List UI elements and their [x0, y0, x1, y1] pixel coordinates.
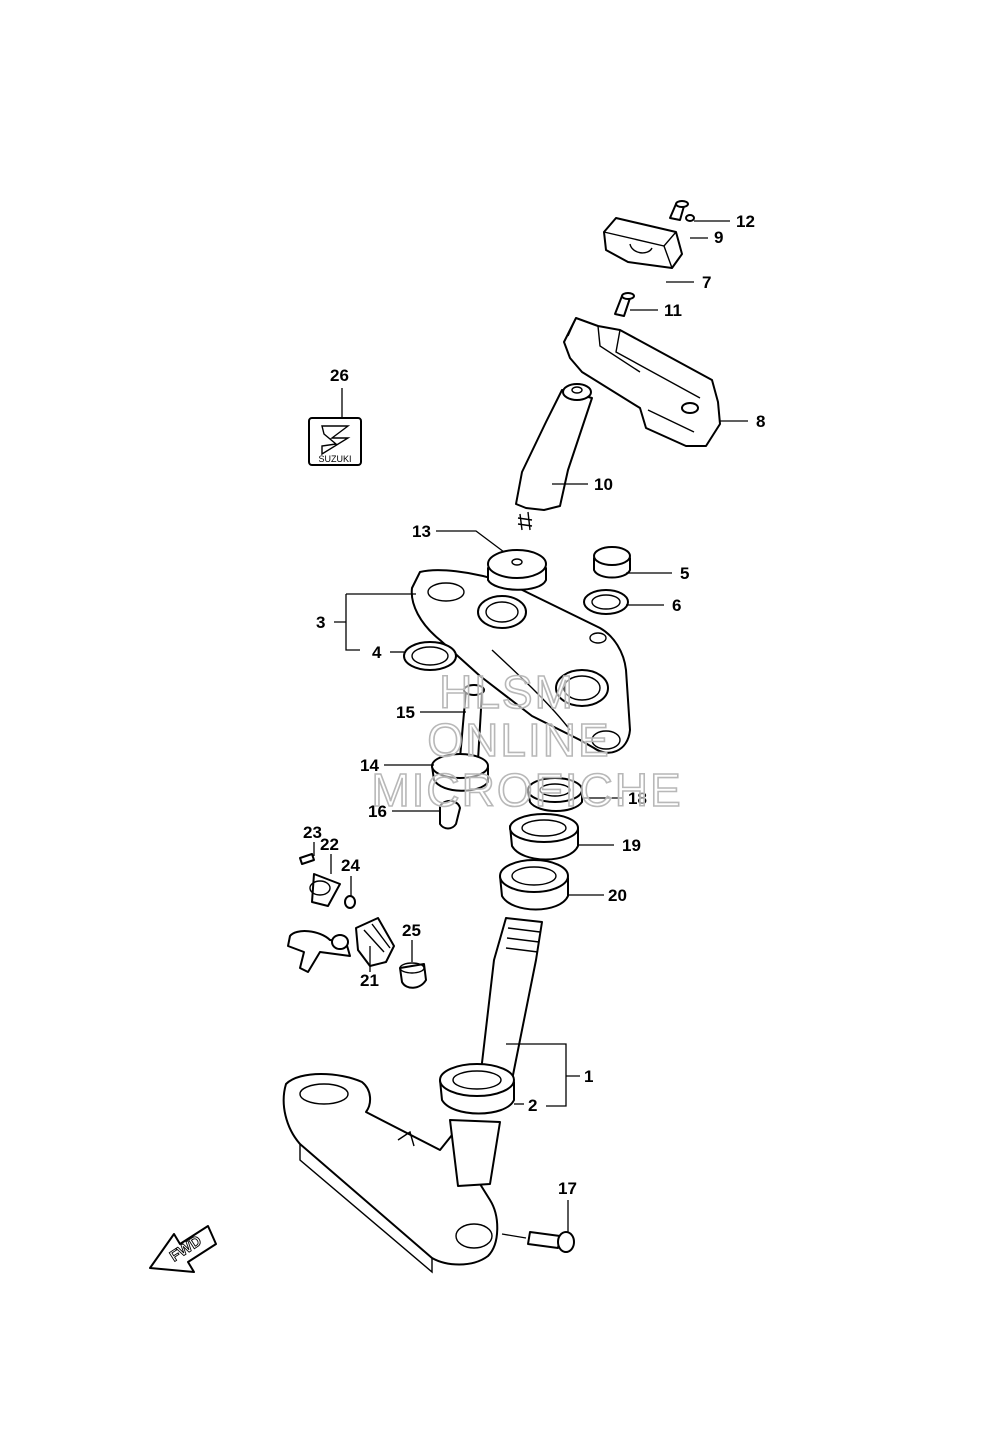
callout-15: 15 — [396, 703, 415, 722]
part-bolt-9[interactable] — [669, 200, 689, 221]
callout-24: 24 — [341, 856, 360, 875]
callout-20: 20 — [608, 886, 627, 905]
part-bolt-17[interactable] — [527, 1231, 575, 1253]
part-steering-stem-lower[interactable] — [282, 917, 543, 1274]
part-upper-bracket[interactable] — [410, 569, 631, 754]
callout-17: 17 — [558, 1179, 577, 1198]
callout-3: 3 — [316, 613, 325, 632]
part-cap-25[interactable] — [399, 962, 427, 989]
part-ring-24[interactable] — [344, 895, 356, 909]
callout-14: 14 — [360, 756, 379, 775]
svg-text:HLSM: HLSM — [439, 666, 575, 718]
callout-21: 21 — [360, 971, 379, 990]
callout-11: 11 — [664, 301, 682, 320]
fwd-arrow-icon: FWD — [149, 1225, 217, 1273]
part-nut-18[interactable] — [527, 777, 583, 812]
callout-22: 22 — [320, 835, 339, 854]
part-dust-seal-19[interactable] — [509, 813, 579, 861]
part-bolt-11[interactable] — [614, 292, 635, 317]
callout-6: 6 — [672, 596, 681, 615]
part-cap-16[interactable] — [439, 800, 461, 830]
watermark-line-3: MICROFICHE — [371, 764, 682, 816]
svg-text:MICROFICHE: MICROFICHE — [371, 764, 682, 816]
callout-2: 2 — [528, 1096, 537, 1115]
part-handlebar-holder[interactable] — [563, 317, 721, 447]
watermark: HLSM HLSM ONLINE ONLINE MICROFICHE MICRO… — [371, 665, 682, 817]
part-handle-bar[interactable] — [515, 383, 593, 531]
callout-10: 10 — [594, 475, 613, 494]
part-bearing-2[interactable] — [439, 1063, 515, 1115]
callout-16: 16 — [368, 802, 387, 821]
callout-25: 25 — [402, 921, 421, 940]
part-clamp-upper[interactable] — [603, 217, 683, 269]
svg-text:ONLINE: ONLINE — [427, 714, 610, 766]
part-cap-nut-5[interactable] — [593, 546, 631, 579]
callout-19: 19 — [622, 836, 641, 855]
leader-lines — [313, 220, 748, 1239]
callout-12: 12 — [736, 212, 755, 231]
part-bearing-20[interactable] — [499, 859, 569, 911]
callout-labels: 1 2 3 4 5 6 7 8 9 10 11 12 13 14 15 16 1… — [303, 212, 765, 1198]
watermark-line-1: HLSM — [439, 666, 575, 718]
part-lock-set-21[interactable] — [287, 917, 395, 973]
callout-7: 7 — [702, 273, 711, 292]
part-cushion-14[interactable] — [431, 753, 489, 792]
callout-13: 13 — [412, 522, 431, 541]
part-washer-4[interactable] — [403, 641, 457, 671]
callout-26: 26 — [330, 366, 349, 385]
watermark-line-2: ONLINE — [427, 714, 610, 766]
part-cover-22[interactable] — [309, 873, 341, 907]
part-emblem-26[interactable]: SUZUKI — [308, 417, 362, 466]
part-washer-6[interactable] — [583, 589, 629, 615]
part-cap-12[interactable] — [685, 214, 695, 222]
callout-1: 1 — [584, 1067, 593, 1086]
callout-4: 4 — [372, 643, 382, 662]
callout-23: 23 — [303, 823, 322, 842]
callout-5: 5 — [680, 564, 689, 583]
emblem-text: SUZUKI — [318, 454, 351, 464]
callout-8: 8 — [756, 412, 765, 431]
part-screw-23[interactable] — [299, 853, 315, 865]
callout-9: 9 — [714, 228, 723, 247]
callout-18: 18 — [628, 789, 647, 808]
part-cushion-13[interactable] — [487, 549, 547, 591]
